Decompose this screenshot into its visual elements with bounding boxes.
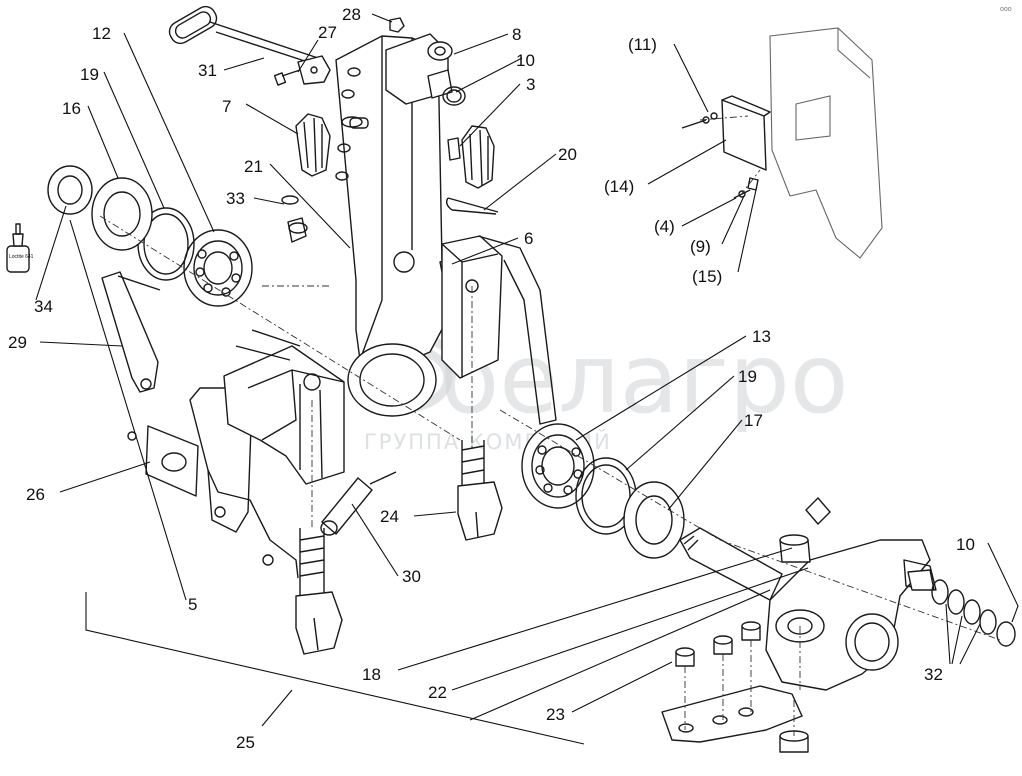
part-22-lever-arm xyxy=(679,527,937,691)
part-33-grease-fitting xyxy=(281,195,308,243)
part-32-rings xyxy=(931,579,997,635)
label-33: 33 xyxy=(226,189,245,208)
corner-mark: ооо xyxy=(1000,6,1012,13)
part-30-sleeve xyxy=(320,471,397,536)
label-32: 32 xyxy=(924,665,943,684)
label-18: 18 xyxy=(362,665,381,684)
label-14: (14) xyxy=(604,177,634,196)
label-16: 16 xyxy=(62,99,81,118)
label-10-top: 10 xyxy=(516,51,535,70)
part-ghost-frame xyxy=(769,27,883,259)
part-11-bolt xyxy=(681,112,718,129)
label-21: 21 xyxy=(244,157,263,176)
label-5: 5 xyxy=(188,595,197,614)
part-7-grip xyxy=(295,113,331,177)
label-11: (11) xyxy=(628,35,657,54)
label-23: 23 xyxy=(546,705,565,724)
label-24: 24 xyxy=(380,507,399,526)
label-3: 3 xyxy=(526,75,535,94)
part-8-washer xyxy=(427,41,453,61)
part-12-bearing xyxy=(183,229,253,307)
part-13-bearing xyxy=(521,423,595,509)
part-28-nut xyxy=(389,17,405,33)
label-22: 22 xyxy=(428,683,447,702)
part-16-ring xyxy=(91,177,153,251)
bottle-label: Loctite 641 xyxy=(9,254,34,260)
part-21-arm xyxy=(335,33,453,417)
label-13: 13 xyxy=(752,327,771,346)
part-29-rod xyxy=(101,271,161,393)
watermark: белагро ГРУППА КОМПАНИЙ xyxy=(355,323,849,454)
part-10-ring xyxy=(442,86,466,106)
label-19-left: 19 xyxy=(80,65,99,84)
label-34: 34 xyxy=(34,297,53,316)
label-31: 31 xyxy=(198,61,217,80)
label-19-right: 19 xyxy=(738,367,757,386)
part-34-nut xyxy=(47,165,93,215)
label-27: 27 xyxy=(318,23,337,42)
part-bolt-center xyxy=(457,440,503,541)
part-27-bolt xyxy=(273,69,301,86)
label-8: 8 xyxy=(512,25,521,44)
part-23-bushings xyxy=(661,621,809,753)
label-12: 12 xyxy=(92,24,111,43)
watermark-brand: белагро xyxy=(440,323,849,435)
part-bolt-left xyxy=(295,528,343,655)
label-20: 20 xyxy=(558,145,577,164)
label-9: (9) xyxy=(690,237,711,256)
callout-labels: 28 27 31 12 19 16 7 8 10 3 21 33 20 6 34… xyxy=(8,5,975,752)
part-18-bushing xyxy=(779,497,831,563)
part-34-sealant-bottle: Loctite 641 xyxy=(6,223,34,273)
part-26-plate xyxy=(127,425,199,497)
part-20-pin xyxy=(445,197,499,215)
part-5-housing xyxy=(189,329,345,579)
label-28: 28 xyxy=(342,5,361,24)
center-lines xyxy=(99,115,1001,736)
label-26: 26 xyxy=(26,485,45,504)
label-17: 17 xyxy=(744,411,763,430)
label-30: 30 xyxy=(402,567,421,586)
part-10-clip xyxy=(996,621,1016,647)
part-31-handle xyxy=(168,5,331,85)
part-3-grip xyxy=(447,125,495,189)
leader-lines xyxy=(35,13,1019,745)
label-7: 7 xyxy=(222,97,231,116)
label-10-right: 10 xyxy=(956,535,975,554)
part-17-ring xyxy=(623,481,685,559)
label-6: 6 xyxy=(524,229,533,248)
label-25: 25 xyxy=(236,733,255,752)
part-14-plate xyxy=(721,95,771,171)
label-29: 29 xyxy=(8,333,27,352)
label-4: (4) xyxy=(654,217,675,236)
label-15: (15) xyxy=(692,267,722,286)
